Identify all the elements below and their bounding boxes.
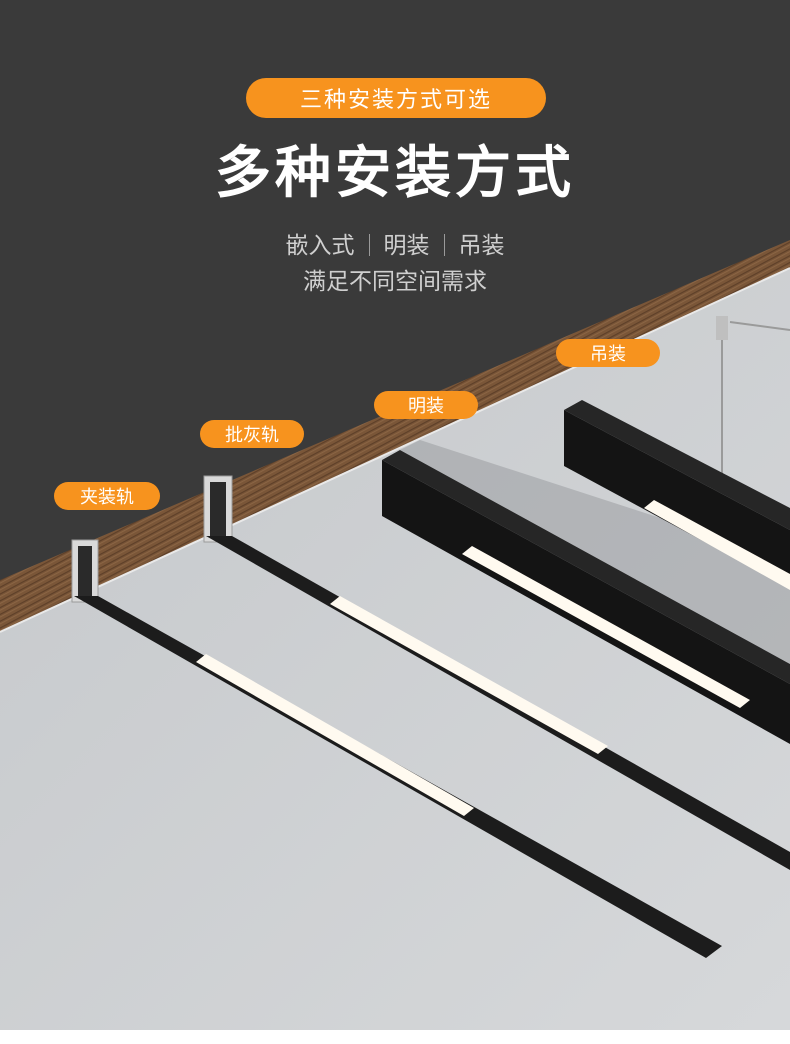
label-plaster-track: 批灰轨 [200, 420, 304, 448]
install-options-badge: 三种安装方式可选 [246, 78, 546, 118]
label-surface: 明装 [374, 391, 478, 419]
label-clip-track: 夹装轨 [54, 482, 160, 510]
divider [368, 234, 370, 256]
subtitle: 满足不同空间需求 [303, 269, 487, 295]
install-types-line: 嵌入式 明装 吊装 [0, 226, 790, 260]
plaster-track-fixture [203, 475, 790, 870]
surface-fixture [382, 440, 790, 744]
page-title: 多种安装方式 [215, 141, 575, 206]
type-pendant: 吊装 [458, 233, 505, 259]
label-pendant: 吊装 [556, 339, 660, 367]
ceiling-edge [0, 267, 790, 633]
pendant-fixture [564, 316, 790, 590]
divider [443, 234, 445, 256]
type-surface: 明装 [383, 233, 430, 259]
clip-track-fixture [71, 539, 722, 958]
type-recessed: 嵌入式 [285, 233, 355, 259]
wood-band [0, 240, 790, 632]
bottom-strip [0, 1030, 790, 1044]
